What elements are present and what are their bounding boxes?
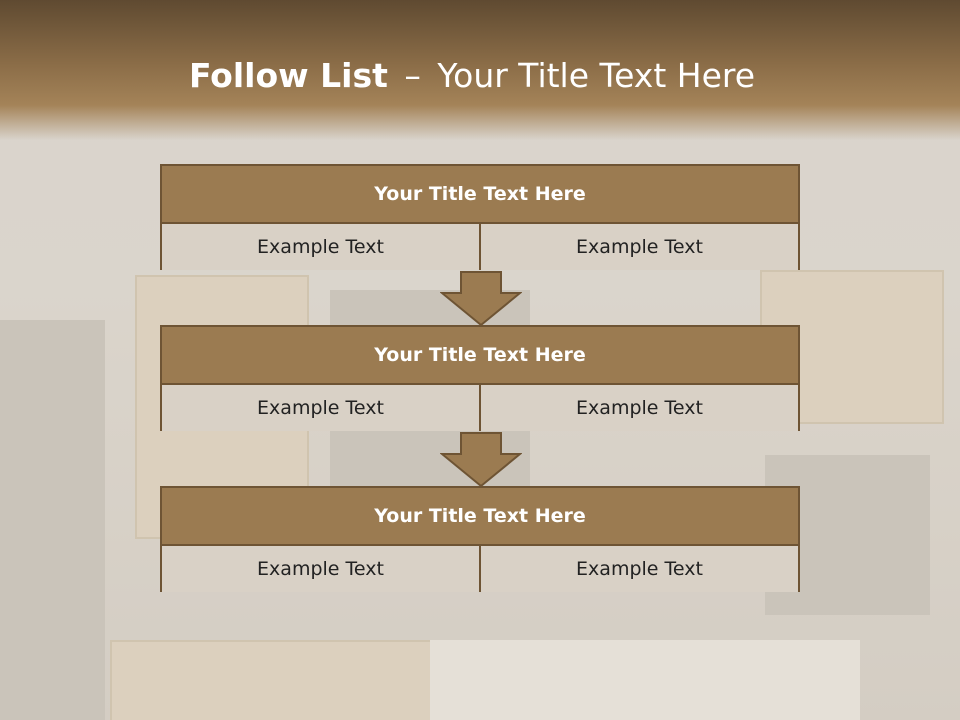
slide-title-dash: –: [404, 56, 421, 95]
block-cell-left: Example Text: [162, 224, 479, 270]
block-cell-left: Example Text: [162, 546, 479, 592]
block-cell-right: Example Text: [479, 546, 798, 592]
down-arrow-icon: [440, 432, 522, 488]
block-cell-left: Example Text: [162, 385, 479, 431]
list-block-2: Your Title Text Here Example Text Exampl…: [160, 325, 800, 431]
block-title: Your Title Text Here: [162, 166, 798, 224]
header-banner: Follow List – Your Title Text Here: [0, 0, 960, 140]
block-cell-right: Example Text: [479, 385, 798, 431]
slide-title-rest: Your Title Text Here: [437, 56, 756, 95]
block-cell-right: Example Text: [479, 224, 798, 270]
block-title: Your Title Text Here: [162, 488, 798, 546]
list-block-1: Your Title Text Here Example Text Exampl…: [160, 164, 800, 270]
list-block-3: Your Title Text Here Example Text Exampl…: [160, 486, 800, 592]
slide-title: Follow List – Your Title Text Here: [0, 56, 944, 95]
down-arrow-icon: [440, 271, 522, 327]
slide-title-bold: Follow List: [188, 56, 388, 95]
block-title: Your Title Text Here: [162, 327, 798, 385]
